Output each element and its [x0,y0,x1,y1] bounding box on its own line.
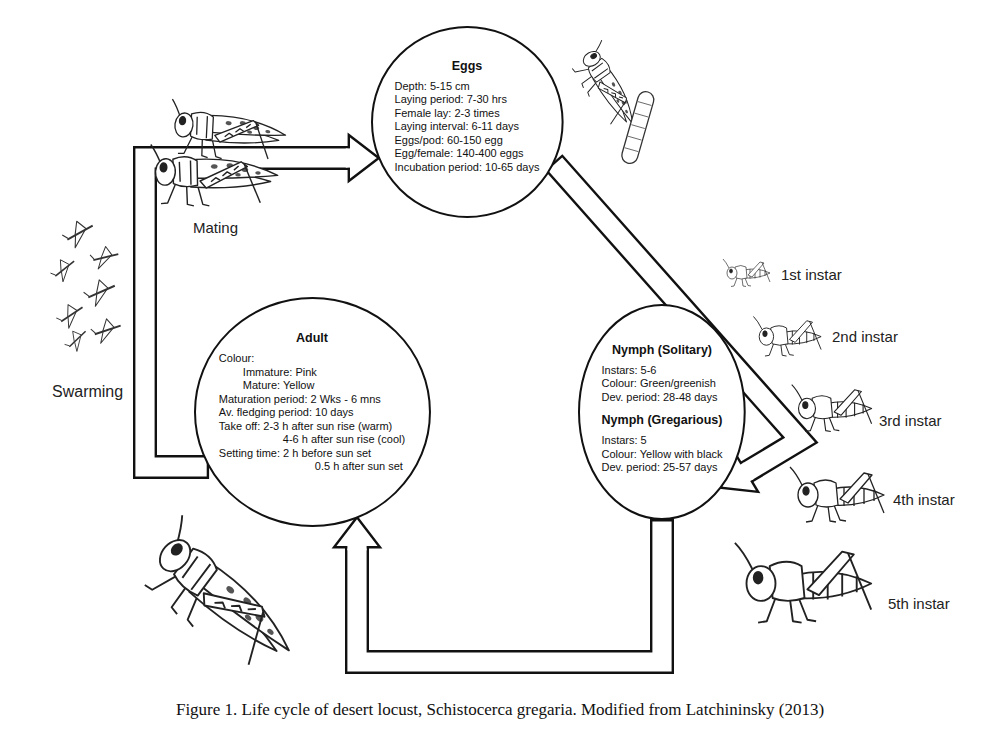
stage-fact: Colour: Yellow with black [601,448,722,462]
stage-fact: Laying period: 7-30 hrs [395,93,508,107]
nymph-instars [723,259,884,623]
figure-label: Swarming [52,383,123,401]
life-stage-ellipse: Nymph (Solitary) Instars: 5-6Colour: Gree… [578,304,746,520]
stage-fact: Egg/female: 140-400 eggs [395,147,524,161]
ellipse-shape [195,298,430,526]
stage-fact: Setting time: 2 h before sun set [219,447,371,461]
stage-fact: Immature: Pink [243,366,317,380]
stage-fact: Depth: 5-15 cm [395,80,470,94]
cycle-arrow [334,517,662,662]
stage-fact: Colour: Green/greenish [601,377,715,391]
arrow-fill [357,521,662,662]
ellipse-shape [579,305,745,519]
arrow-join [743,471,749,475]
stage-fact: Incubation period: 10-65 days [395,161,540,175]
figure-label: 3rd instar [879,412,942,429]
stage-text: EggsDepth: 5-15 cmLaying period: 7-30 hr… [395,58,540,175]
adult-locust [131,515,308,686]
stage-fact: 4-6 h after sun rise (cool) [283,433,405,447]
ellipse-outline [578,304,746,520]
stage-heading: Nymph (Gregarious) [602,412,723,428]
cycle-arrow [145,135,379,467]
stage-fact: Maturation period: 2 Wks - 6 mns [219,393,381,407]
ellipse-shape [372,27,563,217]
swarming-locusts [47,216,123,355]
stage-fact: 0.5 h after sun set [315,460,403,474]
figure-label: 5th instar [888,595,950,612]
stage-fact: Mature: Yellow [243,379,315,393]
arrow-join [346,148,353,167]
stage-fact: Av. fledging period: 10 days [219,406,354,420]
stage-heading: Eggs [452,58,483,74]
stage-fact: Eggs/pod: 60-150 egg [395,134,503,148]
stage-fact: Laying interval: 6-11 days [395,120,520,134]
stage-fact: Dev. period: 28-48 days [601,391,717,405]
stage-fact: Dev. period: 25-57 days [601,461,717,475]
life-stage-ellipse: EggsDepth: 5-15 cmLaying period: 7-30 hr… [371,26,564,218]
stage-text: Nymph (Solitary) Instars: 5-6Colour: Gree… [601,342,722,475]
arrow-join [347,543,366,550]
stage-heading: Adult [296,330,328,346]
figure-label: 4th instar [893,491,955,508]
figure-label: Mating [193,219,238,236]
stage-text: AdultColour:Immature: PinkMature: Yellow… [219,330,405,474]
figure-caption: Figure 1. Life cycle of desert locust, S… [0,700,1000,720]
stage-fact: Instars: 5 [601,434,646,448]
stage-fact: Colour: [219,352,254,366]
stage-heading: Nymph (Solitary) [612,342,712,358]
life-stage-ellipse: AdultColour:Immature: PinkMature: Yellow… [194,297,431,527]
mating-locusts [147,99,289,212]
stage-fact: Instars: 5-6 [601,364,656,378]
egg-laying-locust [567,40,655,165]
figure-label: 1st instar [781,266,842,283]
stage-fact: Take off: 2-3 h after sun rise (warm) [219,420,392,434]
figure-label: 2nd instar [832,328,898,345]
arrow-outline [357,519,662,662]
stage-fact: Female lay: 2-3 times [395,107,500,121]
